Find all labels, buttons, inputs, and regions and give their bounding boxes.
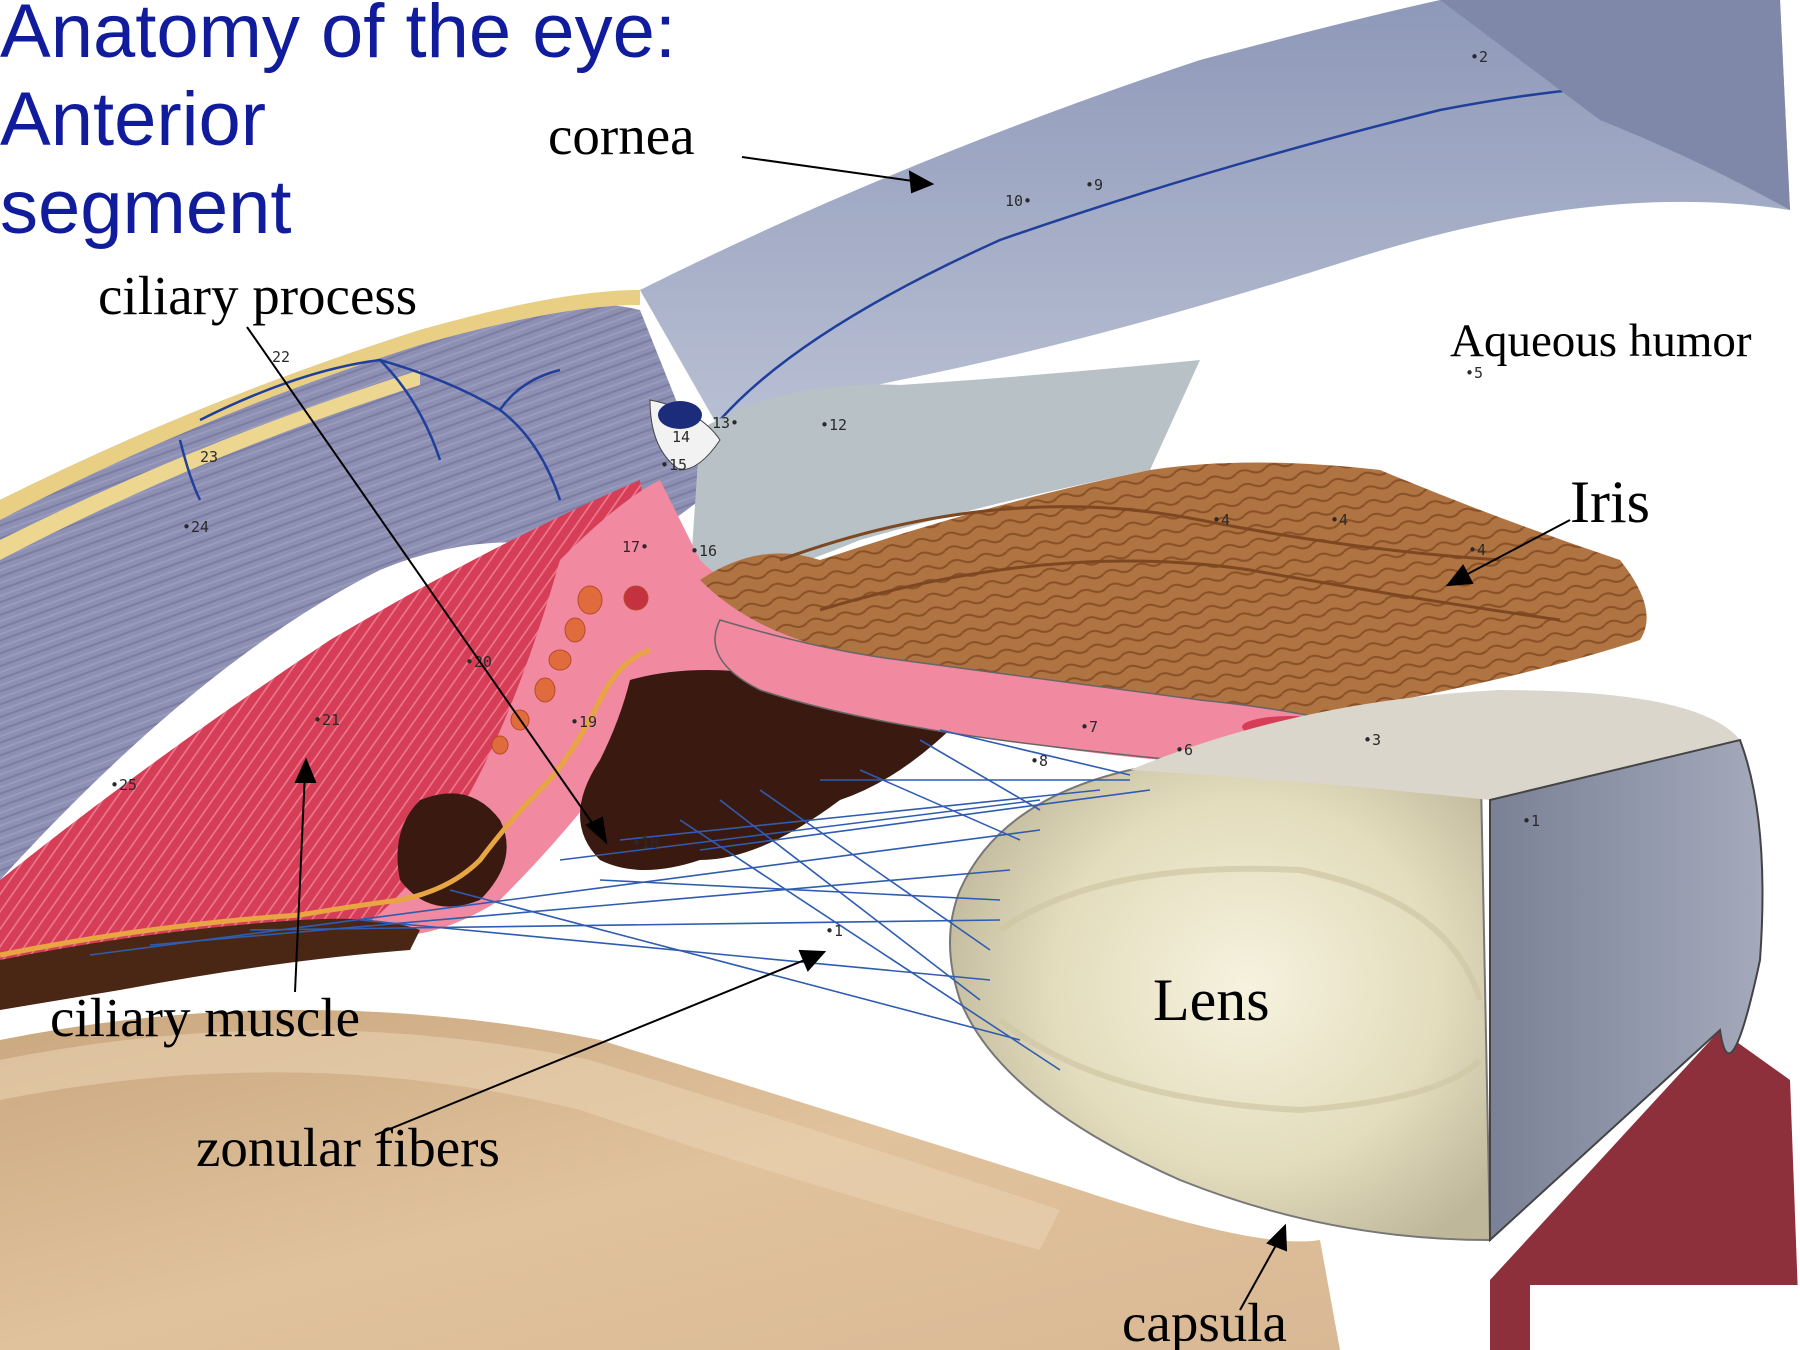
label-ciliary-process: ciliary process	[98, 268, 417, 323]
label-iris: Iris	[1570, 472, 1650, 532]
svg-text:•1: •1	[1522, 812, 1540, 830]
svg-text:•4: •4	[1468, 541, 1486, 559]
svg-text:•21: •21	[313, 711, 340, 729]
svg-text:17•: 17•	[622, 538, 649, 556]
svg-text:•12: •12	[820, 416, 847, 434]
svg-text:•16: •16	[690, 542, 717, 560]
svg-text:•25: •25	[110, 776, 137, 794]
svg-text:•24: •24	[182, 518, 209, 536]
svg-text:•9: •9	[1085, 176, 1103, 194]
label-ciliary-muscle: ciliary muscle	[50, 990, 360, 1045]
svg-text:•1: •1	[825, 922, 843, 940]
svg-text:•20: •20	[465, 653, 492, 671]
label-aqueous-humor: Aqueous humor	[1450, 318, 1752, 365]
label-lens: Lens	[1153, 970, 1270, 1030]
svg-text:13•: 13•	[712, 414, 739, 432]
label-capsula: capsula	[1122, 1295, 1287, 1350]
svg-text:22: 22	[272, 348, 290, 366]
svg-text:•3: •3	[1363, 731, 1381, 749]
svg-text:•7: •7	[1080, 718, 1098, 736]
svg-text:•6: •6	[1175, 741, 1193, 759]
svg-text:•19: •19	[570, 713, 597, 731]
svg-text:•4: •4	[1212, 511, 1230, 529]
svg-text:•8: •8	[1030, 752, 1048, 770]
title-line-1: Anatomy of the eye:	[0, 0, 676, 70]
svg-text:10•: 10•	[1005, 192, 1032, 210]
label-zonular-fibers: zonular fibers	[196, 1120, 500, 1175]
svg-text:23: 23	[200, 448, 218, 466]
title-line-3: segment	[0, 170, 292, 246]
corner-mask	[1530, 1285, 1800, 1350]
svg-text:14: 14	[672, 428, 690, 446]
svg-text:•15: •15	[660, 456, 687, 474]
svg-text:•4: •4	[1330, 511, 1348, 529]
svg-text:•18: •18	[632, 834, 659, 852]
title-line-2: Anterior	[0, 82, 266, 158]
label-cornea: cornea	[548, 108, 695, 163]
svg-text:•2: •2	[1470, 48, 1488, 66]
schlemm-canal	[658, 401, 702, 429]
